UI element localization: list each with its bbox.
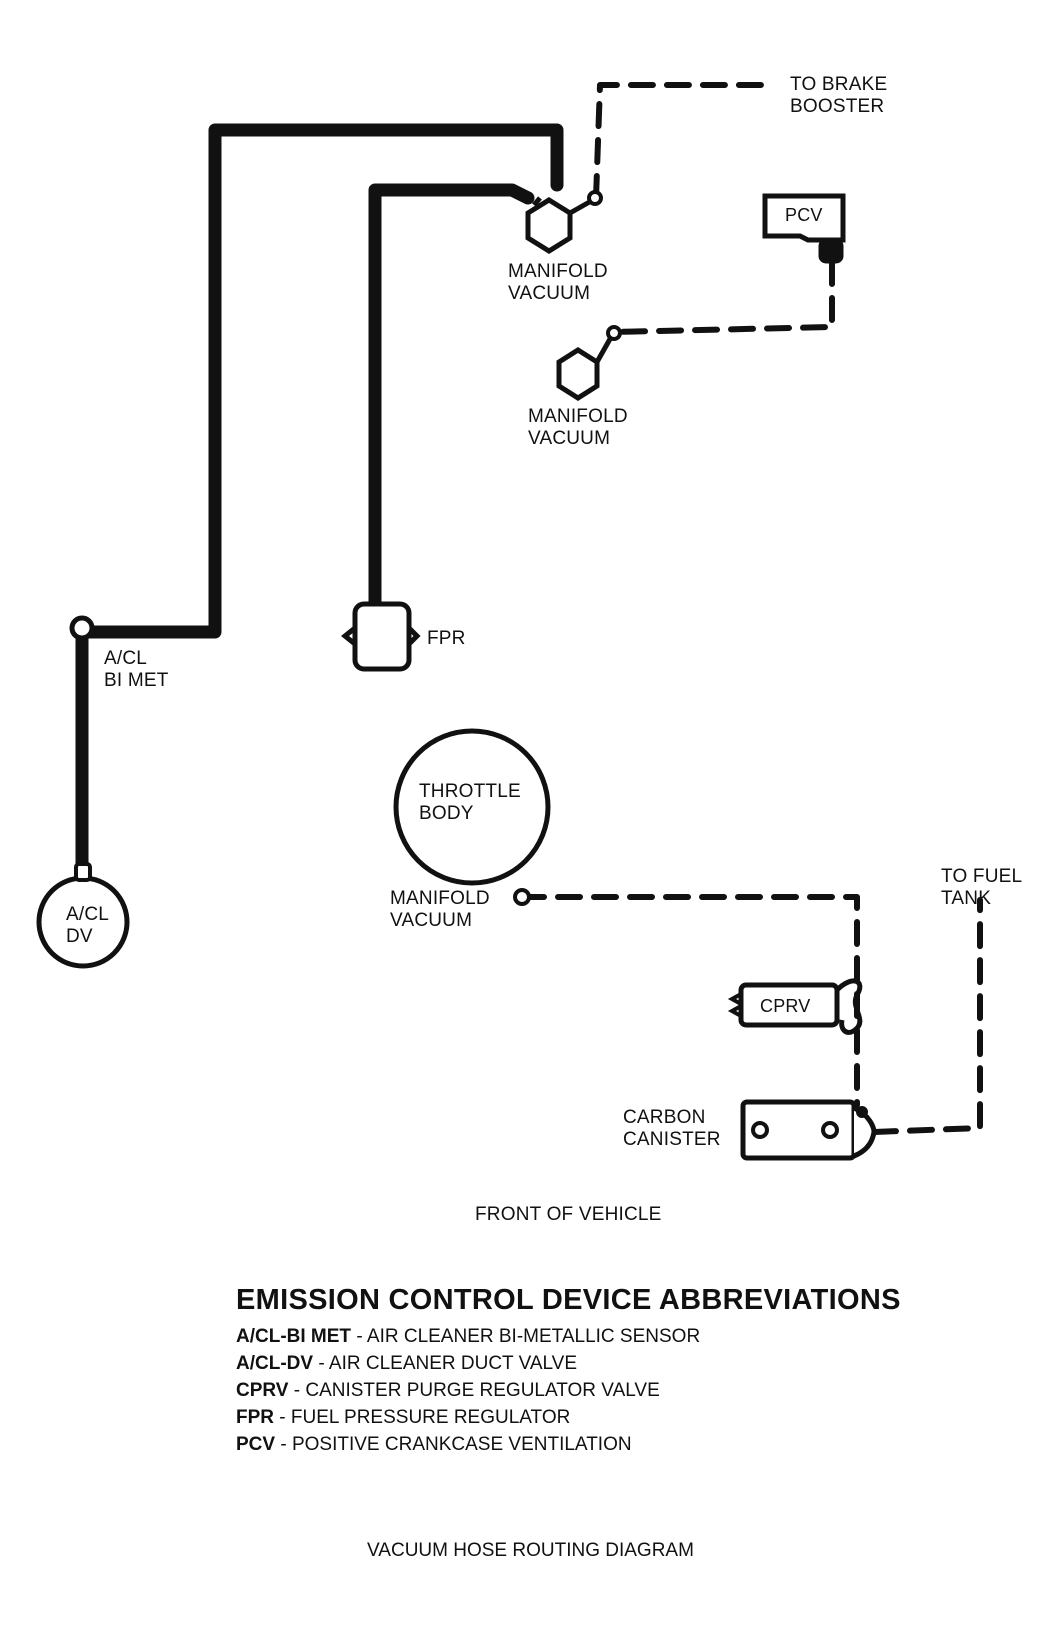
legend-title: EMISSION CONTROL DEVICE ABBREVIATIONS <box>236 1284 901 1316</box>
legend-abbr: A/CL-DV <box>236 1353 314 1374</box>
cprv-valve <box>727 978 863 1035</box>
acl-bimet-sensor <box>69 615 95 641</box>
label-manifold-vacuum-throttle: MANIFOLD VACUUM <box>390 888 490 931</box>
legend-sep: - <box>313 1353 329 1374</box>
label-cprv: CPRV <box>760 996 811 1016</box>
pcv-valve <box>762 193 846 264</box>
legend-item: PCV - POSITIVE CRANKCASE VENTILATION <box>236 1431 901 1458</box>
label-acl-dv: A/CL DV <box>66 904 110 947</box>
legend-desc: AIR CLEANER BI-METALLIC SENSOR <box>366 1326 701 1347</box>
legend-item: A/CL-DV - AIR CLEANER DUCT VALVE <box>236 1350 901 1377</box>
legend-item: FPR - FUEL PRESSURE REGULATOR <box>236 1404 901 1431</box>
hose-pcv-to-manifold <box>611 259 835 335</box>
label-pcv: PCV <box>785 205 823 225</box>
diagram-caption: VACUUM HOSE ROUTING DIAGRAM <box>367 1540 694 1561</box>
legend-abbr: CPRV <box>236 1380 289 1401</box>
label-carbon-canister: CARBON CANISTER <box>623 1107 721 1150</box>
label-brake-booster: TO BRAKE BOOSTER <box>790 74 888 117</box>
legend-desc: CANISTER PURGE REGULATOR VALVE <box>305 1380 660 1401</box>
hose-fpr-to-manifold <box>368 183 535 617</box>
legend-sep: - <box>351 1326 367 1347</box>
fpr-regulator <box>340 601 421 672</box>
legend-desc: POSITIVE CRANKCASE VENTILATION <box>291 1434 632 1455</box>
label-manifold-vacuum-top: MANIFOLD VACUUM <box>508 261 608 304</box>
label-throttle-body: THROTTLE BODY <box>419 781 521 824</box>
label-front-of-vehicle: FRONT OF VEHICLE <box>475 1204 662 1225</box>
legend-desc: FUEL PRESSURE REGULATOR <box>290 1407 571 1428</box>
throttle-body <box>393 728 551 906</box>
label-manifold-vacuum-mid: MANIFOLD VACUUM <box>528 406 628 449</box>
label-fpr: FPR <box>427 628 466 649</box>
hose-acl-bimet-to-manifold <box>75 123 564 887</box>
hose-brake-booster <box>593 82 775 201</box>
abbreviations-legend: EMISSION CONTROL DEVICE ABBREVIATIONS A/… <box>236 1283 901 1458</box>
legend-sep: - <box>274 1407 291 1428</box>
legend-item: CPRV - CANISTER PURGE REGULATOR VALVE <box>236 1377 901 1404</box>
legend-abbr: PCV <box>236 1434 276 1455</box>
label-acl-bimet: A/CL BI MET <box>104 648 169 691</box>
legend-desc: AIR CLEANER DUCT VALVE <box>328 1353 578 1374</box>
legend-sep: - <box>288 1380 306 1401</box>
legend-abbr: FPR <box>236 1407 274 1428</box>
carbon-canister <box>740 1099 877 1161</box>
manifold-vacuum-fitting-mid <box>556 325 622 401</box>
legend-item: A/CL-BI MET - AIR CLEANER BI-METALLIC SE… <box>236 1323 901 1350</box>
hose-canister-to-fuel-tank <box>871 897 983 1135</box>
legend-sep: - <box>275 1434 292 1455</box>
hose-throttle-to-canister <box>519 894 860 1108</box>
acl-dv-valve <box>36 862 130 969</box>
legend-abbr: A/CL-BI MET <box>236 1326 352 1347</box>
label-to-fuel-tank: TO FUEL TANK <box>941 866 1023 909</box>
manifold-vacuum-fitting-top <box>525 190 603 254</box>
